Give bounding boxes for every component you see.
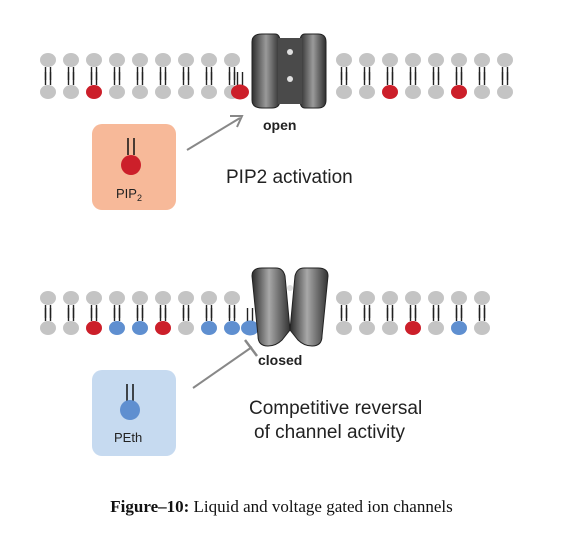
bound-lipid-head bbox=[231, 84, 249, 100]
lower-lipid-head bbox=[86, 85, 102, 99]
upper-lipid-head bbox=[63, 53, 79, 67]
lower-lipid-head bbox=[336, 321, 352, 335]
lower-lipid-head bbox=[474, 85, 490, 99]
bound-lipid-head bbox=[241, 320, 259, 336]
upper-lipid-head bbox=[224, 53, 240, 67]
lower-lipid-head bbox=[178, 321, 194, 335]
channel-state-closed: closed bbox=[258, 352, 302, 368]
upper-lipid-head bbox=[132, 291, 148, 305]
lower-lipid-head bbox=[109, 85, 125, 99]
pip2-molecule-box: PIP2 bbox=[92, 124, 176, 210]
peth-molecule-box: PEth bbox=[92, 370, 176, 456]
figure-caption: Figure–10: Liquid and voltage gated ion … bbox=[0, 497, 563, 517]
lower-lipid-head bbox=[109, 321, 125, 335]
lower-lipid-head bbox=[63, 321, 79, 335]
lower-lipid-head bbox=[497, 85, 513, 99]
bottom-membrane bbox=[40, 291, 490, 336]
competitive-reversal-title-line1: Competitive reversal bbox=[249, 398, 422, 419]
activation-arrow bbox=[186, 115, 244, 151]
lower-lipid-head bbox=[63, 85, 79, 99]
figure-caption-text: Liquid and voltage gated ion channels bbox=[189, 497, 453, 516]
lower-lipid-head bbox=[86, 321, 102, 335]
upper-lipid-head bbox=[155, 53, 171, 67]
upper-lipid-head bbox=[359, 53, 375, 67]
lower-lipid-head bbox=[451, 85, 467, 99]
upper-lipid-head bbox=[201, 291, 217, 305]
lower-lipid-head bbox=[382, 85, 398, 99]
lower-lipid-head bbox=[451, 321, 467, 335]
upper-lipid-head bbox=[86, 53, 102, 67]
upper-lipid-head bbox=[201, 53, 217, 67]
ion-channel-diagram: open PIP2 PIP2 activation closed PEth Co… bbox=[40, 33, 513, 456]
upper-lipid-head bbox=[40, 291, 56, 305]
upper-lipid-head bbox=[405, 291, 421, 305]
lower-lipid-head bbox=[178, 85, 194, 99]
inhibition-arrow bbox=[192, 339, 258, 389]
upper-lipid-head bbox=[451, 291, 467, 305]
upper-lipid-head bbox=[497, 53, 513, 67]
lower-lipid-head bbox=[155, 85, 171, 99]
upper-lipid-head bbox=[109, 53, 125, 67]
top-membrane bbox=[40, 53, 513, 100]
lower-lipid-head bbox=[132, 85, 148, 99]
lower-lipid-head bbox=[336, 85, 352, 99]
peth-label: PEth bbox=[114, 430, 142, 445]
lower-lipid-head bbox=[428, 85, 444, 99]
lower-lipid-head bbox=[359, 85, 375, 99]
lower-lipid-head bbox=[201, 85, 217, 99]
open-ion-channel bbox=[251, 33, 327, 109]
figure-caption-label: Figure–10: bbox=[110, 497, 190, 516]
lower-lipid-head bbox=[132, 321, 148, 335]
upper-lipid-head bbox=[336, 291, 352, 305]
upper-lipid-head bbox=[178, 291, 194, 305]
upper-lipid-head bbox=[382, 53, 398, 67]
lower-lipid-head bbox=[428, 321, 444, 335]
upper-lipid-head bbox=[109, 291, 125, 305]
upper-lipid-head bbox=[405, 53, 421, 67]
upper-lipid-head bbox=[132, 53, 148, 67]
competitive-reversal-title-line2: of channel activity bbox=[254, 422, 406, 443]
upper-lipid-head bbox=[155, 291, 171, 305]
lower-lipid-head bbox=[405, 321, 421, 335]
pip2-activation-title: PIP2 activation bbox=[226, 167, 353, 188]
lower-lipid-head bbox=[155, 321, 171, 335]
lower-lipid-head bbox=[382, 321, 398, 335]
lower-lipid-head bbox=[201, 321, 217, 335]
lower-lipid-head bbox=[40, 85, 56, 99]
upper-lipid-head bbox=[63, 291, 79, 305]
peth-head-icon bbox=[120, 400, 140, 420]
upper-lipid-head bbox=[336, 53, 352, 67]
lower-lipid-head bbox=[40, 321, 56, 335]
upper-lipid-head bbox=[382, 291, 398, 305]
upper-lipid-head bbox=[224, 291, 240, 305]
upper-lipid-head bbox=[474, 291, 490, 305]
pip2-label: PIP2 bbox=[116, 186, 142, 203]
upper-lipid-head bbox=[40, 53, 56, 67]
lower-lipid-head bbox=[359, 321, 375, 335]
upper-lipid-head bbox=[359, 291, 375, 305]
closed-ion-channel bbox=[251, 267, 329, 347]
lower-lipid-head bbox=[405, 85, 421, 99]
upper-lipid-head bbox=[474, 53, 490, 67]
upper-lipid-head bbox=[428, 53, 444, 67]
pip2-head-icon bbox=[121, 155, 141, 175]
channel-state-open: open bbox=[263, 117, 296, 133]
upper-lipid-head bbox=[86, 291, 102, 305]
upper-lipid-head bbox=[451, 53, 467, 67]
lower-lipid-head bbox=[474, 321, 490, 335]
upper-lipid-head bbox=[428, 291, 444, 305]
upper-lipid-head bbox=[178, 53, 194, 67]
lower-lipid-head bbox=[224, 321, 240, 335]
